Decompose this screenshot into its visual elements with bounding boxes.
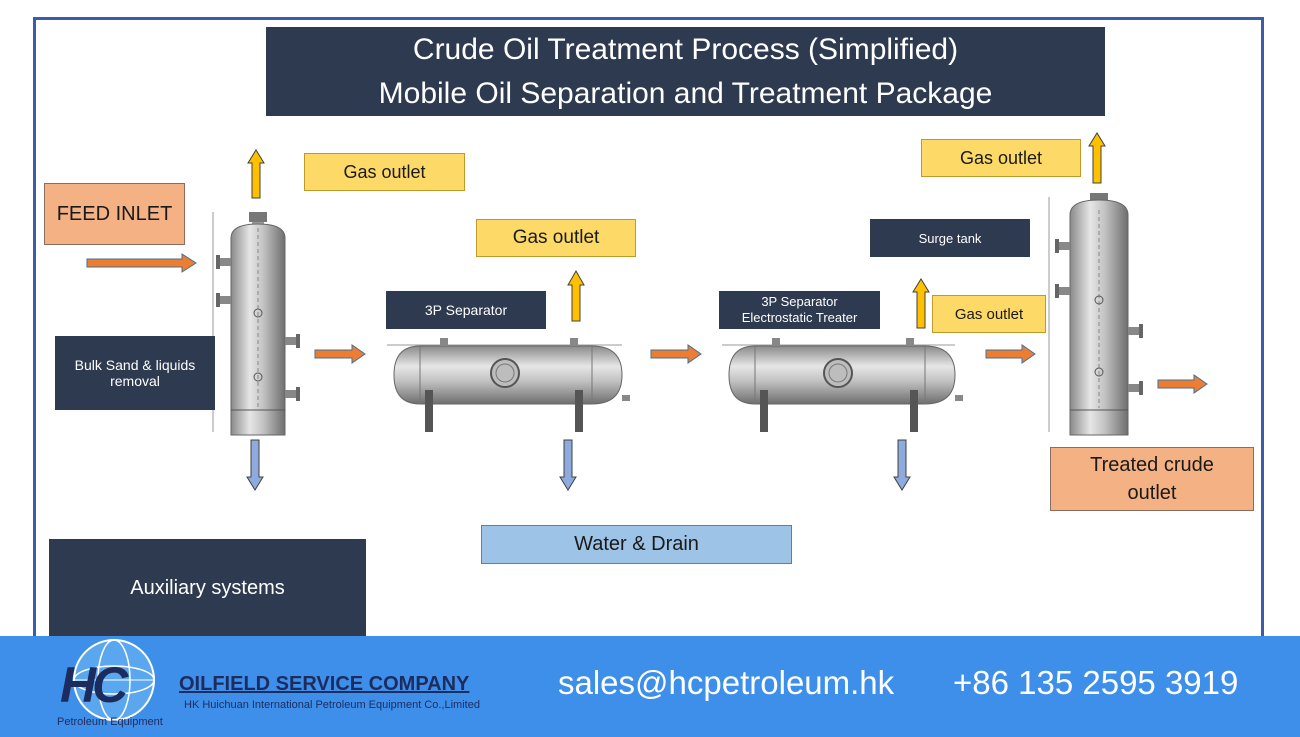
treated-crude-label: Treated crude outlet bbox=[1050, 447, 1254, 511]
3p-separator-vessel bbox=[387, 338, 630, 432]
feed-inlet-label: FEED INLET bbox=[44, 183, 185, 245]
surge-tank-label: Surge tank bbox=[870, 219, 1030, 257]
logo-caption: Petroleum Equipment bbox=[57, 716, 163, 728]
company-logo-icon bbox=[73, 639, 155, 721]
title-line-1: Crude Oil Treatment Process (Simplified) bbox=[412, 32, 959, 66]
contact-phone[interactable]: +86 135 2595 3919 bbox=[953, 664, 1239, 701]
feed-flow-arrow bbox=[86, 253, 197, 273]
gas-arrow-2 bbox=[567, 269, 585, 322]
water-drain-label: Water & Drain bbox=[481, 525, 792, 564]
auxiliary-systems-label: Auxiliary systems bbox=[49, 539, 366, 637]
gas-arrow-1 bbox=[247, 149, 265, 199]
drain-arrow-2 bbox=[559, 439, 577, 491]
flow-arrow-2 bbox=[650, 344, 702, 364]
gas-outlet-label-4: Gas outlet bbox=[921, 139, 1081, 177]
gas-arrow-3 bbox=[912, 278, 930, 329]
bulk-sand-separator-vessel bbox=[212, 212, 300, 436]
contact-email[interactable]: sales@hcpetroleum.hk bbox=[558, 664, 895, 701]
electrostatic-treater-vessel bbox=[722, 338, 963, 432]
drain-arrow-3 bbox=[893, 439, 911, 491]
electrostatic-label-line-1: 3P Separator bbox=[761, 294, 838, 309]
gas-outlet-label-2: Gas outlet bbox=[476, 219, 636, 257]
flow-arrow-3 bbox=[985, 344, 1036, 364]
drain-arrow-1 bbox=[246, 439, 264, 491]
page-title: Crude Oil Treatment Process (Simplified)… bbox=[266, 27, 1105, 116]
gas-outlet-label-1: Gas outlet bbox=[304, 153, 465, 191]
electrostatic-treater-label: 3P Separator Electrostatic Treater bbox=[719, 291, 880, 329]
footer-bar: HC Petroleum Equipment OILFIELD SERVICE … bbox=[0, 636, 1300, 737]
company-full-name: HK Huichuan International Petroleum Equi… bbox=[184, 699, 480, 711]
electrostatic-label-line-2: Electrostatic Treater bbox=[741, 310, 858, 325]
logo-letters: HC bbox=[60, 657, 128, 713]
bulk-sand-label: Bulk Sand & liquids removal bbox=[55, 336, 215, 410]
company-name: OILFIELD SERVICE COMPANY bbox=[179, 673, 470, 695]
flow-arrow-1 bbox=[314, 344, 366, 364]
title-line-2: Mobile Oil Separation and Treatment Pack… bbox=[378, 76, 993, 110]
gas-arrow-4 bbox=[1088, 132, 1106, 184]
outlet-flow-arrow bbox=[1157, 374, 1208, 394]
gas-outlet-label-3: Gas outlet bbox=[932, 295, 1046, 333]
surge-tank-vessel bbox=[1048, 193, 1143, 436]
3p-separator-label: 3P Separator bbox=[386, 291, 546, 329]
